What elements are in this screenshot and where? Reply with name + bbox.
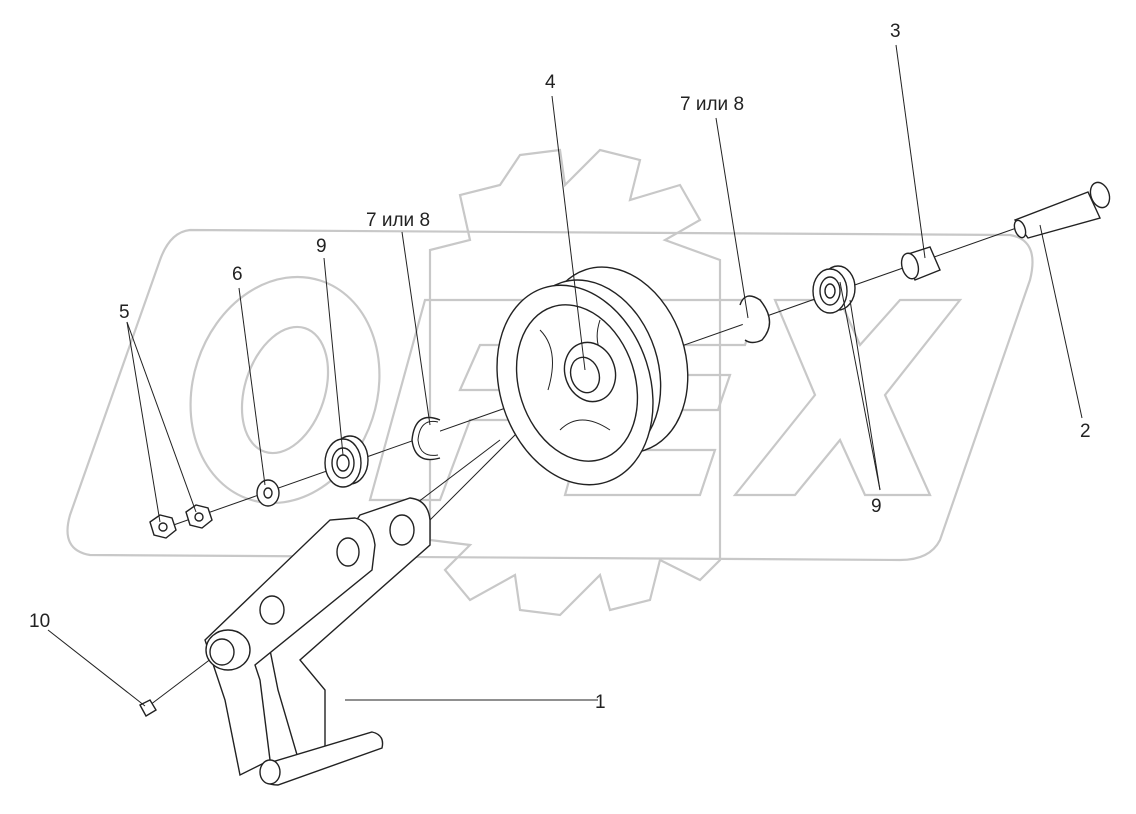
grease-nipple — [139, 699, 157, 717]
arm-hole-middle — [259, 595, 285, 625]
watermark-letter-e — [563, 298, 762, 497]
nut-left-hole — [158, 522, 168, 532]
label-5: 5 — [119, 302, 130, 323]
leader-10 — [47, 629, 146, 707]
watermark-gear — [428, 148, 722, 617]
leader-7-8-right — [715, 117, 749, 319]
arm-pivot-boss-inner — [209, 638, 235, 666]
pulley-bore — [569, 356, 601, 394]
label-7-8-left: 7 или 8 — [366, 210, 430, 231]
pulley — [496, 266, 689, 486]
watermark-letter-o-inner — [240, 325, 330, 455]
label-3: 3 — [890, 21, 901, 42]
bushing-end — [900, 252, 920, 280]
washer-hole — [263, 487, 273, 499]
leader-4 — [551, 95, 586, 371]
arm-bracket — [204, 497, 431, 786]
label-9-right: 9 — [871, 496, 882, 517]
arm-front-plate — [204, 517, 376, 777]
watermark-badge — [66, 228, 1034, 562]
leader-9-right-b — [839, 281, 881, 491]
leader-9-right-a — [849, 299, 881, 491]
leader-lines — [47, 44, 1083, 707]
arm-cross-bar-end — [259, 759, 281, 785]
axle-pin-tip — [1013, 219, 1027, 239]
nuts — [149, 504, 213, 539]
arm-hole-top-left — [336, 537, 360, 567]
label-6: 6 — [232, 264, 243, 285]
circlip-left — [411, 416, 441, 461]
circlip-right — [739, 295, 771, 344]
watermark-letter-o — [189, 275, 381, 505]
watermark-letter-x — [732, 298, 963, 497]
callout-labels: 1 2 3 4 5 6 7 или 8 7 или 8 9 9 10 — [29, 21, 1091, 713]
circlip-left-inner — [417, 420, 439, 456]
washer — [256, 479, 280, 507]
leader-9-left — [323, 257, 344, 456]
label-7-8-right: 7 или 8 — [680, 94, 744, 115]
label-2: 2 — [1080, 421, 1091, 442]
bearing-left — [324, 435, 369, 488]
leader-2 — [1039, 224, 1083, 419]
bearing-right — [812, 265, 856, 314]
leader-5a — [126, 321, 161, 523]
bearing-left-bore — [336, 454, 350, 472]
arm-hole-top-right — [389, 514, 415, 546]
leader-3 — [895, 44, 926, 259]
label-10: 10 — [29, 611, 50, 632]
leader-5b — [126, 321, 197, 513]
grease-nipple-body — [139, 699, 157, 717]
label-1: 1 — [595, 692, 606, 713]
bushing — [900, 246, 941, 281]
leader-7-8-left — [401, 231, 431, 426]
axle-pin — [1013, 181, 1111, 239]
axle-pin-shaft — [1013, 191, 1101, 239]
label-4: 4 — [545, 72, 556, 93]
label-9-left: 9 — [316, 236, 327, 257]
leader-6 — [238, 287, 266, 486]
nut-right-hole — [194, 512, 204, 522]
bearing-right-bore — [824, 283, 836, 299]
axle-pin-head — [1089, 181, 1111, 209]
